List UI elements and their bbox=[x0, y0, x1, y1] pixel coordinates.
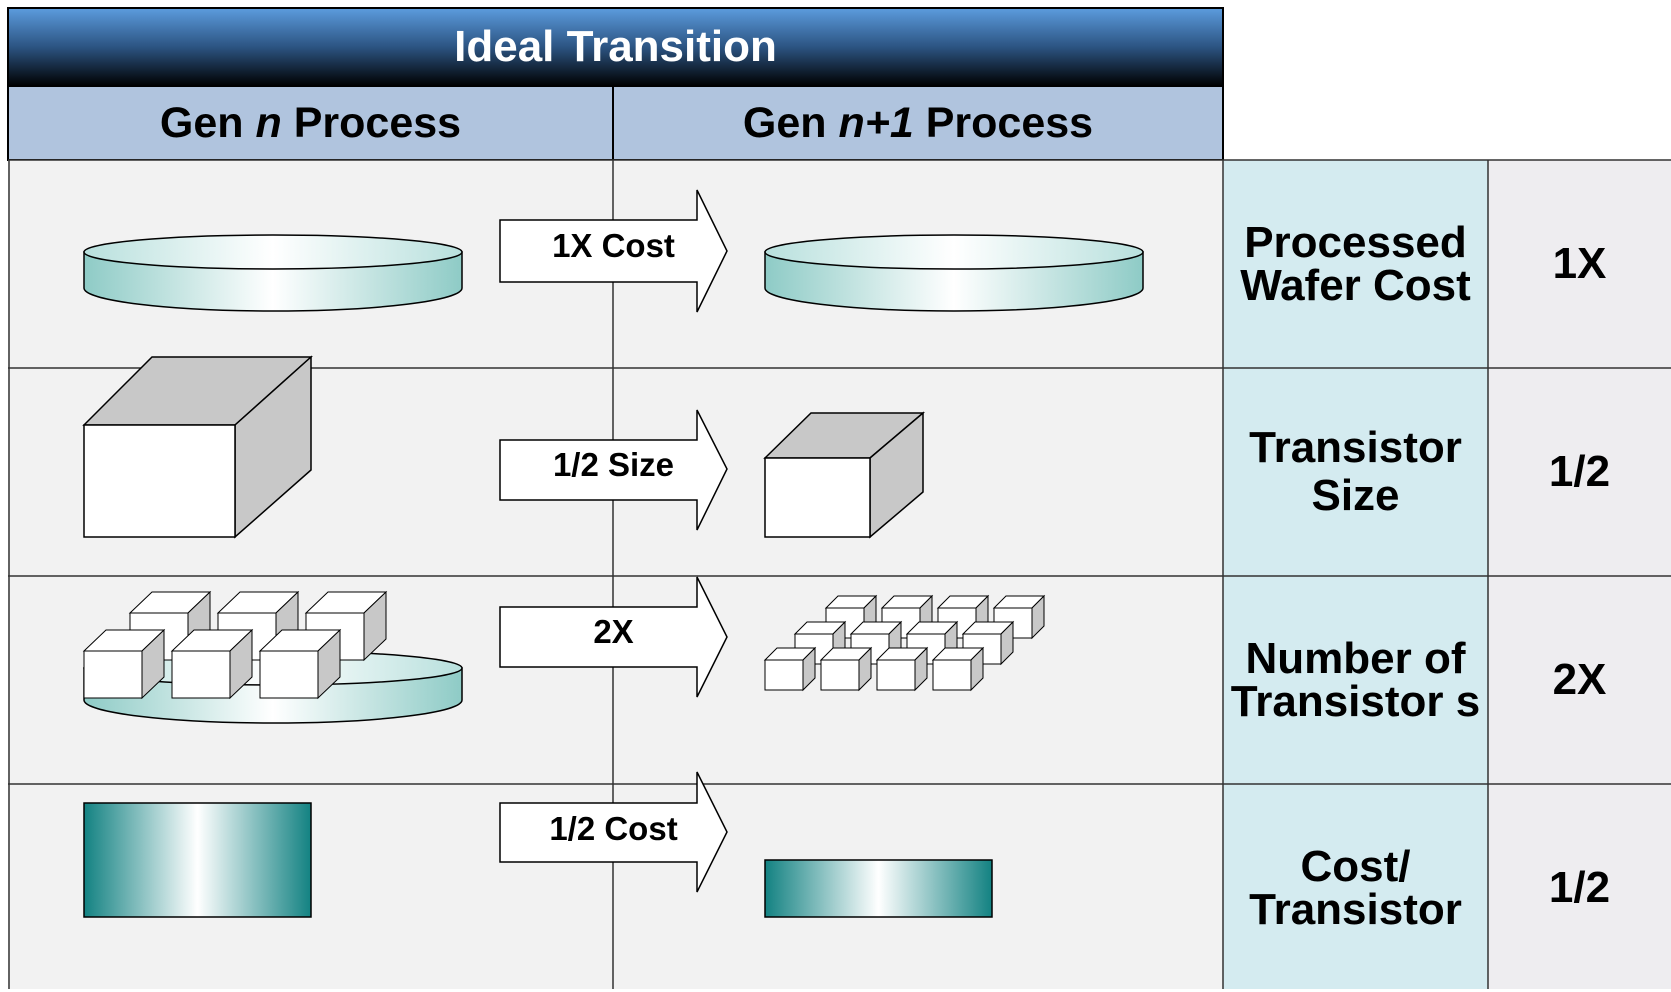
arrow-label-row-4: 1/2 Cost bbox=[549, 810, 678, 847]
gen-n1-prefix: Gen bbox=[742, 98, 839, 147]
gen-n-variable: n bbox=[255, 98, 282, 147]
arrow-label-row-3: 2X bbox=[593, 613, 634, 650]
wafer-gen-n1 bbox=[764, 234, 1144, 312]
column-header-gen-n bbox=[7, 85, 614, 161]
column-title-gen-n1: Gen n+1 Process bbox=[613, 86, 1223, 160]
gen-n-suffix: Process bbox=[281, 98, 462, 147]
metric-label-row-2: Transistor Size bbox=[1249, 423, 1462, 520]
cost-bar-gen-n1 bbox=[764, 859, 993, 918]
value-row-3: 2X bbox=[1552, 655, 1607, 704]
wafer-gen-n bbox=[83, 234, 463, 312]
gen-n1-variable: n+1 bbox=[838, 98, 914, 147]
column-title-gen-n: Gen n Process bbox=[8, 86, 613, 160]
column-header-gen-n1 bbox=[612, 85, 1224, 161]
value-row-4: 1/2 bbox=[1548, 863, 1611, 912]
small-cube-gen-n1 bbox=[763, 411, 926, 539]
cost-bar-gen-n bbox=[83, 802, 312, 918]
large-cube-gen-n bbox=[82, 355, 313, 539]
arrow-row-2 bbox=[499, 409, 728, 531]
gen-n1-suffix: Process bbox=[913, 98, 1094, 147]
arrow-row-3 bbox=[499, 576, 728, 698]
metric-label-row-3: Number of Transistor s bbox=[1230, 634, 1481, 726]
metric-label-row-1: Processed Wafer Cost bbox=[1240, 218, 1471, 310]
arrow-label-row-2: 1/2 Size bbox=[552, 446, 675, 483]
value-row-2: 1/2 bbox=[1548, 447, 1611, 496]
value-column bbox=[1488, 160, 1671, 989]
value-row-1: 1X bbox=[1552, 239, 1607, 288]
arrow-row-4 bbox=[499, 771, 728, 893]
metric-column bbox=[1223, 160, 1488, 989]
transistors-on-wafer-gen-n bbox=[83, 591, 463, 724]
metric-label-row-4: Cost/ Transistor bbox=[1249, 842, 1462, 934]
arrow-label-row-1: 1X Cost bbox=[552, 227, 675, 264]
title: Ideal Transition bbox=[454, 22, 777, 71]
arrow-row-1 bbox=[499, 189, 728, 313]
title-bar bbox=[7, 7, 1224, 87]
gen-n-prefix: Gen bbox=[159, 98, 256, 147]
